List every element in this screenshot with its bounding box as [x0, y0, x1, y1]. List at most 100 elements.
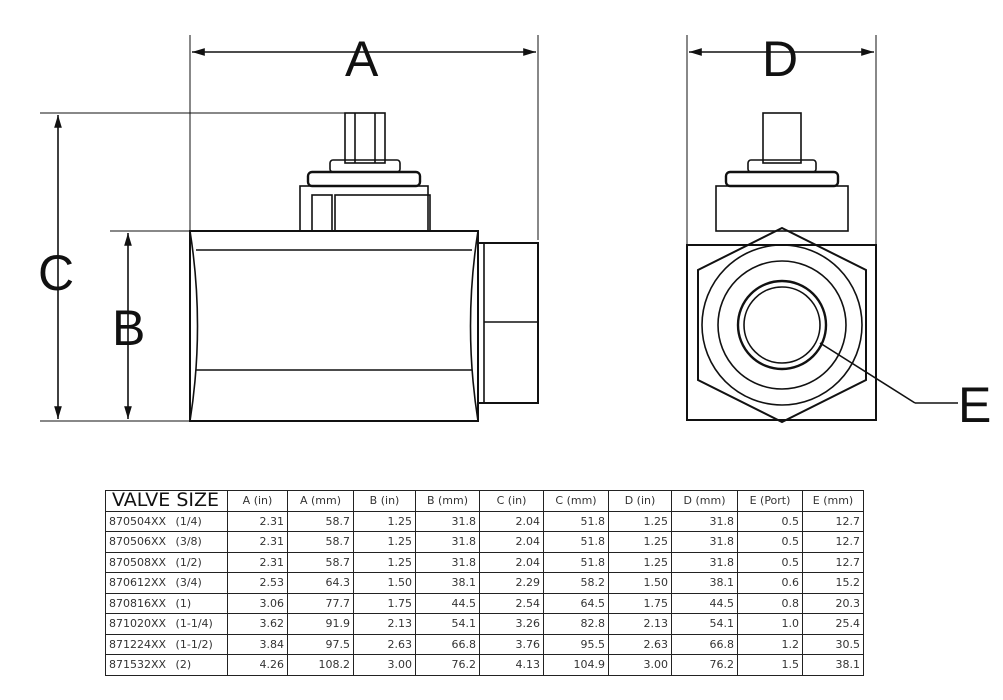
dimension-cell: 15.2: [802, 572, 864, 594]
dimension-cell: 1.25: [353, 510, 416, 532]
valve-size-cell: 870508XX (1/2): [105, 551, 228, 573]
dimension-cell: 4.26: [227, 654, 288, 676]
dimension-cell: 77.7: [287, 592, 354, 614]
valve-size-table: VALVE SIZE A (in) A (mm) B (in) B (mm) C…: [105, 490, 864, 676]
dimension-cell: 1.25: [353, 551, 416, 573]
dimension-cell: 31.8: [671, 510, 738, 532]
dimension-cell: 2.04: [479, 551, 544, 573]
dimension-cell: 54.1: [671, 613, 738, 635]
dimension-cell: 66.8: [415, 633, 480, 655]
dimension-cell: 76.2: [415, 654, 480, 676]
dimension-cell: 0.5: [737, 510, 803, 532]
dimension-e-label: E: [958, 377, 991, 433]
dimension-cell: 51.8: [543, 510, 609, 532]
dimension-cell: 2.53: [227, 572, 288, 594]
dimension-cell: 3.26: [479, 613, 544, 635]
dimension-cell: 91.9: [287, 613, 354, 635]
header-valve-size: VALVE SIZE: [105, 490, 228, 512]
dimension-cell: 58.7: [287, 551, 354, 573]
dimension-cell: 31.8: [671, 531, 738, 553]
dimension-cell: 0.8: [737, 592, 803, 614]
dimension-cell: 3.62: [227, 613, 288, 635]
dimension-cell: 38.1: [415, 572, 480, 594]
dimension-cell: 58.7: [287, 510, 354, 532]
header-a-in: A (in): [227, 490, 288, 512]
dimension-cell: 3.76: [479, 633, 544, 655]
dimension-cell: 64.3: [287, 572, 354, 594]
dimension-cell: 38.1: [671, 572, 738, 594]
dimension-cell: 2.63: [353, 633, 416, 655]
dimension-cell: 1.50: [353, 572, 416, 594]
dimension-cell: 31.8: [415, 531, 480, 553]
dimension-cell: 2.63: [608, 633, 672, 655]
dimension-cell: 30.5: [802, 633, 864, 655]
header-b-mm: B (mm): [415, 490, 480, 512]
dimension-cell: 58.7: [287, 531, 354, 553]
dimension-cell: 54.1: [415, 613, 480, 635]
dimension-cell: 82.8: [543, 613, 609, 635]
dimension-cell: 31.8: [415, 551, 480, 573]
valve-drawing: A C B D E: [38, 31, 991, 433]
dimension-cell: 2.04: [479, 531, 544, 553]
header-c-in: C (in): [479, 490, 544, 512]
dimension-cell: 4.13: [479, 654, 544, 676]
valve-size-cell: 871532XX (2): [105, 654, 228, 676]
dimension-cell: 44.5: [415, 592, 480, 614]
header-a-mm: A (mm): [287, 490, 354, 512]
dimension-cell: 2.04: [479, 510, 544, 532]
dimension-cell: 97.5: [287, 633, 354, 655]
valve-size-cell: 870504XX (1/4): [105, 510, 228, 532]
dimension-cell: 0.5: [737, 531, 803, 553]
dimension-cell: 1.2: [737, 633, 803, 655]
dimension-cell: 1.75: [608, 592, 672, 614]
end-view: [686, 35, 958, 424]
side-view: [40, 35, 539, 422]
dimension-cell: 2.54: [479, 592, 544, 614]
dimension-cell: 51.8: [543, 531, 609, 553]
dimension-cell: 1.50: [608, 572, 672, 594]
dimension-cell: 2.31: [227, 531, 288, 553]
dimension-cell: 1.25: [353, 531, 416, 553]
valve-size-cell: 870506XX (3/8): [105, 531, 228, 553]
dimension-cell: 58.2: [543, 572, 609, 594]
dimension-cell: 31.8: [671, 551, 738, 573]
dimension-cell: 64.5: [543, 592, 609, 614]
dimension-cell: 12.7: [802, 531, 864, 553]
dimension-b-label: B: [112, 300, 145, 356]
header-b-in: B (in): [353, 490, 416, 512]
header-c-mm: C (mm): [543, 490, 609, 512]
dimension-cell: 3.00: [608, 654, 672, 676]
dimension-cell: 0.6: [737, 572, 803, 594]
valve-size-cell: 871020XX (1-1/4): [105, 613, 228, 635]
table-header-row: VALVE SIZE A (in) A (mm) B (in) B (mm) C…: [105, 490, 864, 512]
dimension-cell: 3.00: [353, 654, 416, 676]
dimension-cell: 1.25: [608, 510, 672, 532]
dimension-d-label: D: [762, 31, 798, 87]
dimension-cell: 38.1: [802, 654, 864, 676]
dimension-cell: 108.2: [287, 654, 354, 676]
valve-size-cell: 870612XX (3/4): [105, 572, 228, 594]
dimension-cell: 31.8: [415, 510, 480, 532]
dimension-a-label: A: [345, 31, 379, 87]
dimension-cell: 25.4: [802, 613, 864, 635]
header-d-in: D (in): [608, 490, 672, 512]
dimension-cell: 2.31: [227, 510, 288, 532]
header-e-mm: E (mm): [802, 490, 864, 512]
dimension-cell: 20.3: [802, 592, 864, 614]
dimension-cell: 51.8: [543, 551, 609, 573]
dimension-c-label: C: [38, 245, 74, 301]
dimension-cell: 2.31: [227, 551, 288, 573]
dimension-cell: 44.5: [671, 592, 738, 614]
dimension-cell: 76.2: [671, 654, 738, 676]
dimension-cell: 95.5: [543, 633, 609, 655]
dimension-cell: 1.25: [608, 531, 672, 553]
dimension-cell: 104.9: [543, 654, 609, 676]
dimension-cell: 1.0: [737, 613, 803, 635]
dimension-cell: 12.7: [802, 551, 864, 573]
